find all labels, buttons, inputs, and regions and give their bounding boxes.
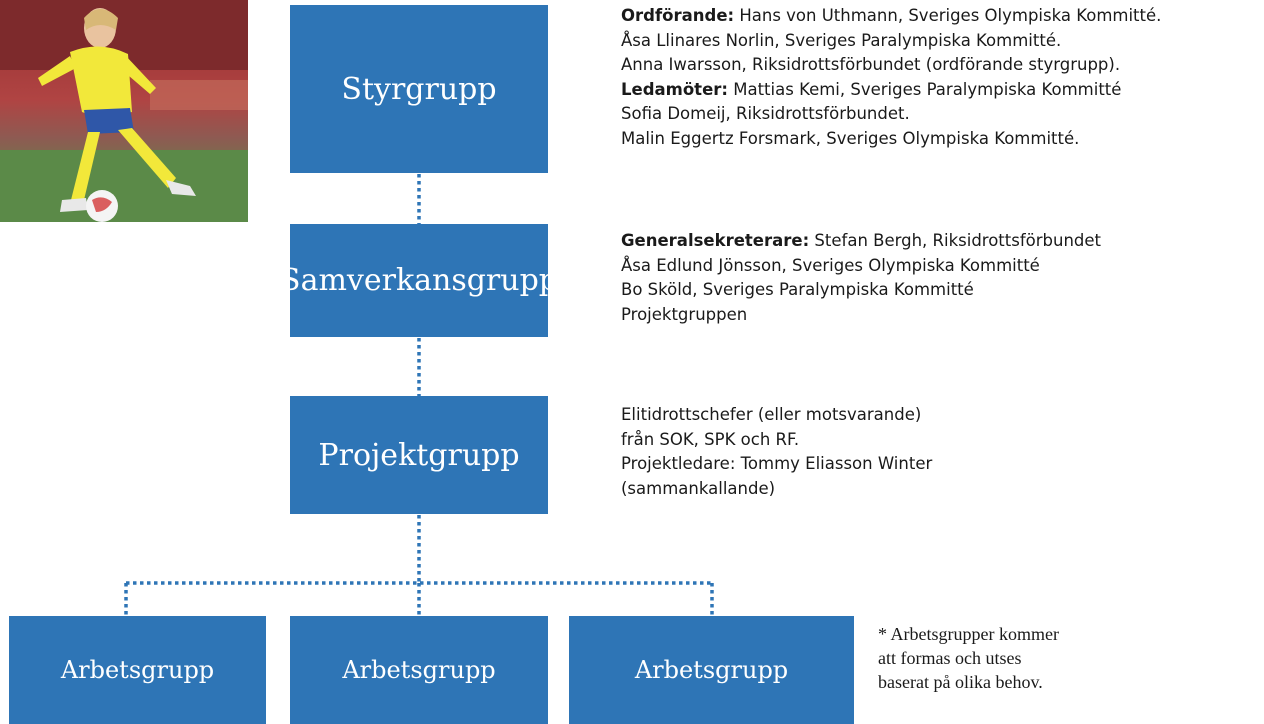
projekt-line-1: Elitidrottschefer (eller motsvarande) (621, 405, 922, 424)
projekt-line-3: Projektledare: Tommy Eliasson Winter (621, 454, 933, 473)
samverkan-line-2: Åsa Edlund Jönsson, Sveriges Olympiska K… (621, 255, 1040, 275)
blue-shorts (84, 108, 134, 134)
projekt-line-4: (sammankallande) (621, 478, 776, 498)
styrgrupp-box: Styrgrupp (290, 5, 548, 173)
styrgrupp-line-4: Ledamöter: Mattias Kemi, Sveriges Paraly… (621, 78, 1161, 103)
ledamoter-label: Ledamöter: (621, 79, 728, 99)
projekt-line-2: från SOK, SPK och RF. (621, 429, 800, 449)
styrgrupp-line-1: Ordförande: Hans von Uthmann, Sveriges O… (621, 4, 1161, 29)
player-illustration (0, 0, 248, 222)
note-line-2: att formas och utses (878, 648, 1022, 668)
arbetsgrupp-box-1: Arbetsgrupp (9, 616, 266, 724)
styrgrupp-description: Ordförande: Hans von Uthmann, Sveriges O… (621, 4, 1161, 151)
samverkansgrupp-description: Generalsekreterare: Stefan Bergh, Riksid… (621, 229, 1101, 327)
arbetsgrupp-box-2: Arbetsgrupp (290, 616, 548, 724)
styrgrupp-line-6: Malin Eggertz Forsmark, Sveriges Olympis… (621, 128, 1080, 148)
note-line-3: baserat på olika behov. (878, 672, 1043, 692)
arbetsgrupp-note: * Arbetsgrupper kommer att formas och ut… (878, 622, 1059, 694)
projektgrupp-label: Projektgrupp (318, 437, 520, 473)
styrgrupp-line-5: Sofia Domeij, Riksidrottsförbundet. (621, 104, 910, 123)
arbetsgrupp-label-1: Arbetsgrupp (60, 656, 215, 684)
generalsekreterare-label: Generalsekreterare: (621, 231, 810, 250)
samverkan-line-3: Bo Sköld, Sveriges Paralympiska Kommitté (621, 280, 974, 299)
grass (0, 150, 248, 222)
football-player-photo (0, 0, 248, 222)
projektgrupp-box: Projektgrupp (290, 396, 548, 514)
note-line-1: * Arbetsgrupper kommer (878, 624, 1059, 644)
ledamoter-name: Mattias Kemi, Sveriges Paralympiska Komm… (728, 79, 1122, 99)
yellow-jersey (70, 46, 132, 116)
styrgrupp-line-3: Anna Iwarsson, Riksidrottsförbundet (ord… (621, 55, 1121, 74)
styrgrupp-line-2: Åsa Llinares Norlin, Sveriges Paralympis… (621, 30, 1062, 50)
ordforande-label: Ordförande: (621, 6, 735, 25)
styrgrupp-label: Styrgrupp (341, 71, 497, 107)
projektgrupp-description: Elitidrottschefer (eller motsvarande) fr… (621, 403, 932, 501)
arbetsgrupp-box-3: Arbetsgrupp (569, 616, 854, 724)
generalsekreterare-name: Stefan Bergh, Riksidrottsförbundet (809, 231, 1102, 250)
samverkansgrupp-label: Samverkansgrupp (280, 263, 558, 298)
arbetsgrupp-label-2: Arbetsgrupp (342, 656, 496, 684)
ordforande-name: Hans von Uthmann, Sveriges Olympiska Kom… (734, 6, 1162, 25)
samverkan-line-4: Projektgruppen (621, 304, 748, 324)
arbetsgrupp-label-3: Arbetsgrupp (634, 656, 789, 684)
samverkansgrupp-box: Samverkansgrupp (280, 224, 558, 337)
samverkan-line-1: Generalsekreterare: Stefan Bergh, Riksid… (621, 229, 1101, 254)
